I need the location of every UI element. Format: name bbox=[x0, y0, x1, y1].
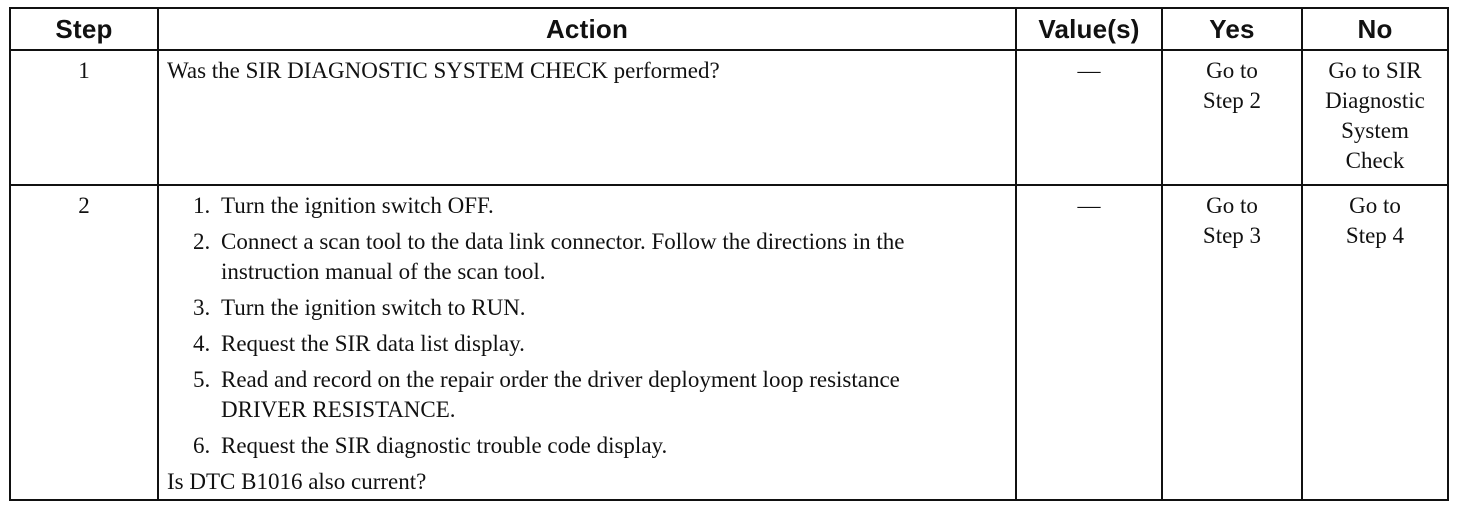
yes-line: Go to bbox=[1206, 58, 1258, 83]
value-cell: — bbox=[1015, 184, 1163, 501]
no-line: Step 4 bbox=[1345, 223, 1405, 248]
no-cell: Go to Step 4 bbox=[1301, 184, 1449, 501]
instruction-number: 1. bbox=[193, 193, 211, 218]
header-yes: Yes bbox=[1161, 7, 1303, 51]
header-no: No bbox=[1301, 7, 1449, 51]
header-row: Step Action Value(s) Yes No bbox=[9, 7, 1449, 51]
instruction-item: 6. Request the SIR diagnostic trouble co… bbox=[193, 431, 1007, 461]
no-line: System bbox=[1341, 118, 1409, 143]
instruction-number: 3. bbox=[193, 295, 211, 320]
header-step: Step bbox=[9, 7, 159, 51]
instruction-item: 3. Turn the ignition switch to RUN. bbox=[193, 293, 1007, 323]
no-line: Check bbox=[1345, 148, 1405, 173]
value-cell: — bbox=[1015, 49, 1163, 186]
yes-line: Go to bbox=[1206, 193, 1258, 218]
instruction-number: 5. bbox=[193, 367, 211, 392]
action-cell: 1. Turn the ignition switch OFF. 2. Conn… bbox=[157, 184, 1017, 501]
instruction-text: Request the SIR data list display. bbox=[221, 331, 525, 356]
no-cell: Go to SIR Diagnostic System Check bbox=[1301, 49, 1449, 186]
yes-line: Step 2 bbox=[1202, 88, 1262, 113]
no-line: Diagnostic bbox=[1325, 88, 1425, 113]
step-number: 2 bbox=[9, 184, 159, 501]
instruction-list: 1. Turn the ignition switch OFF. 2. Conn… bbox=[167, 191, 1007, 461]
instruction-number: 2. bbox=[193, 229, 211, 254]
instruction-number: 4. bbox=[193, 331, 211, 356]
step-number: 1 bbox=[9, 49, 159, 186]
yes-cell: Go to Step 3 bbox=[1161, 184, 1303, 501]
table-row: 2 1. Turn the ignition switch OFF. 2. Co… bbox=[9, 184, 1449, 501]
instruction-text: Connect a scan tool to the data link con… bbox=[221, 229, 905, 284]
instruction-text: Request the SIR diagnostic trouble code … bbox=[221, 433, 668, 458]
table-row: 1 Was the SIR DIAGNOSTIC SYSTEM CHECK pe… bbox=[9, 49, 1449, 186]
instruction-item: 2. Connect a scan tool to the data link … bbox=[193, 227, 1007, 287]
instruction-number: 6. bbox=[193, 433, 211, 458]
question-text: Is DTC B1016 also current? bbox=[167, 469, 427, 494]
no-line: Go to SIR bbox=[1328, 58, 1422, 83]
instruction-item: 1. Turn the ignition switch OFF. bbox=[193, 191, 1007, 221]
header-action: Action bbox=[157, 7, 1017, 51]
instruction-text: Read and record on the repair order the … bbox=[221, 367, 900, 422]
action-text: Was the SIR DIAGNOSTIC SYSTEM CHECK perf… bbox=[157, 49, 1017, 186]
yes-cell: Go to Step 2 bbox=[1161, 49, 1303, 186]
diagnostic-table: Step Action Value(s) Yes No 1 Was the SI… bbox=[9, 7, 1449, 501]
no-line: Go to bbox=[1349, 193, 1401, 218]
yes-line: Step 3 bbox=[1202, 223, 1262, 248]
instruction-item: 4. Request the SIR data list display. bbox=[193, 329, 1007, 359]
instruction-text: Turn the ignition switch to RUN. bbox=[221, 295, 526, 320]
header-values: Value(s) bbox=[1015, 7, 1163, 51]
instruction-text: Turn the ignition switch OFF. bbox=[221, 193, 494, 218]
instruction-item: 5. Read and record on the repair order t… bbox=[193, 365, 1007, 425]
